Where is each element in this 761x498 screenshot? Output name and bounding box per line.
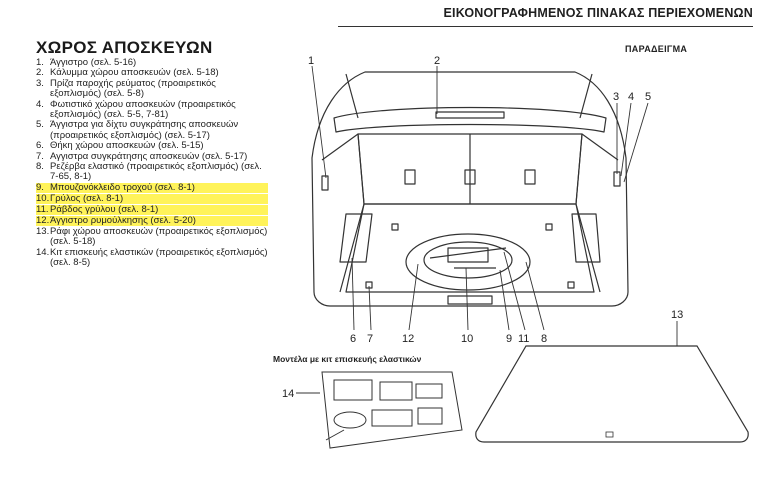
item-number: 11. (36, 203, 50, 216)
item-text: Πρίζα παροχής ρεύματος (προαιρετικός εξο… (50, 77, 216, 100)
item-number: 3. (36, 77, 44, 89)
item-number: 10. (36, 192, 50, 205)
callout-14: 14 (282, 388, 294, 400)
item-text: Κιτ επισκευής ελαστικών (προαιρετικός εξ… (50, 246, 268, 269)
right-side-wall (575, 133, 619, 293)
callout-6: 6 (350, 333, 356, 345)
list-item-7: 7. Αγγιστρα συγκράτησης αποσκευών (σελ. 5… (36, 150, 268, 162)
list-item-11: 11.Ράβδος γρύλου (σελ. 8-1) (36, 203, 268, 216)
tire-repair-kit (321, 371, 463, 449)
list-item-8: 8. Ρεζέρβα ελαστικό (προαιρετικός εξοπλισ… (36, 161, 268, 183)
item-text: Ράβδος γρύλου (σελ. 8-1) (50, 204, 268, 216)
callout-12: 12 (402, 333, 414, 345)
hook-bottom-right (567, 281, 575, 289)
bumper-latch (447, 295, 493, 305)
cargo-cover (333, 106, 607, 133)
example-label: ΠΑΡΑΔΕΙΓΜΑ (625, 44, 688, 54)
spare-tire (405, 233, 531, 291)
callout-4: 4 (628, 91, 634, 103)
list-item-6: 6. Θήκη χώρου αποσκευών (σελ. 5-15) (36, 140, 268, 152)
jack (447, 247, 489, 263)
item-text: Κάλυμμα χώρου αποσκευών (σελ. 5-18) (50, 67, 219, 79)
left-strut (345, 73, 359, 119)
list-item-1: 1. Άγγιστρο (σελ. 5-16) (36, 57, 268, 68)
hook-left (391, 223, 399, 231)
item-text: Άγγιστρο ρυμούλκησης (σελ. 5-20) (50, 215, 268, 227)
list-item-9: 9.Μπουζονόκλειδο τροχού (σελ. 8-1) (36, 182, 268, 194)
callout-5: 5 (645, 91, 651, 103)
item-text: Άγγιστρα για δίχτυ συγκράτησης αποσκευών… (50, 119, 239, 141)
luggage-shelf (475, 345, 749, 443)
item-number: 6. (36, 140, 44, 152)
callout-1: 1 (308, 55, 314, 67)
right-strut (579, 73, 593, 119)
page-header: ΕΙΚΟΝΟΓΡΑΦΗΜΕΝΟΣ ΠΙΝΑΚΑΣ ΠΕΡΙΕΧΟΜΕΝΩΝ (0, 0, 761, 30)
item-text: Φωτιστικό χώρου αποσκευών (προαιρετικός … (50, 98, 236, 121)
callout-2: 2 (434, 55, 440, 67)
figure-subheading: Μοντέλα με κιτ επισκευής ελαστικών (273, 354, 422, 364)
callout-11: 11 (518, 333, 529, 345)
callout-10: 10 (461, 333, 473, 345)
item-number: 1. (36, 57, 44, 68)
item-number: 13. (36, 225, 50, 237)
list-item-2: 2. Κάλυμμα χώρου αποσκευών (σελ. 5-18) (36, 67, 268, 79)
seat-latch-left (404, 169, 416, 185)
item-text: Θήκη χώρου αποσκευών (σελ. 5-15) (50, 140, 204, 152)
callout-7: 7 (367, 333, 373, 345)
item-number: 9. (36, 182, 50, 194)
item-text: Αγγιστρα συγκράτησης αποσκευών (σελ. 5-1… (50, 150, 248, 162)
section-title: ΧΩΡΟΣ ΑΠΟΣΚΕΥΩΝ (36, 38, 213, 57)
item-number: 12. (36, 214, 50, 227)
callout-13: 13 (671, 309, 683, 321)
hatch-opening (311, 71, 629, 307)
list-item-13: 13.Ράφι χώρου αποσκευών (προαιρετικός εξ… (36, 225, 268, 248)
list-item-14: 14.Κιτ επισκευής ελαστικών (προαιρετικός… (36, 246, 268, 269)
item-number: 8. (36, 161, 44, 173)
item-text: Άγγιστρο (σελ. 5-16) (50, 57, 137, 68)
item-number: 2. (36, 67, 44, 79)
side-storage (339, 213, 373, 263)
shelf-tab (605, 431, 614, 438)
callout-8: 8 (541, 333, 547, 345)
left-hook (321, 175, 329, 191)
hook-right (545, 223, 553, 231)
item-number: 7. (36, 150, 44, 162)
item-text: Μπουζονόκλειδο τροχού (σελ. 8-1) (50, 182, 268, 194)
list-item-4: 4. Φωτιστικό χώρου αποσκευών (προαιρετικό… (36, 98, 268, 121)
seat-latch-right (524, 169, 536, 185)
list-item-3: 3. Πρίζα παροχής ρεύματος (προαιρετικός ε… (36, 77, 268, 100)
callout-9: 9 (506, 333, 512, 345)
item-text: Γρύλος (σελ. 8-1) (50, 193, 268, 205)
item-text: Ράφι χώρου αποσκευών (προαιρετικός εξοπλ… (50, 225, 268, 248)
seat-latch-mid (464, 169, 476, 185)
item-number: 4. (36, 98, 44, 110)
right-side-storage (571, 213, 601, 263)
left-side-wall (321, 133, 365, 293)
list-item-10: 10.Γρύλος (σελ. 8-1) (36, 192, 268, 205)
header-title: ΕΙΚΟΝΟΓΡΑΦΗΜΕΝΟΣ ΠΙΝΑΚΑΣ ΠΕΡΙΕΧΟΜΕΝΩΝ (443, 6, 753, 20)
item-list: 1. Άγγιστρο (σελ. 5-16) 2. Κάλυμμα χώρου α… (36, 57, 268, 269)
callout-3: 3 (613, 91, 619, 103)
spare-wheel-rim (423, 241, 513, 279)
list-item-5: 5. Άγγιστρα για δίχτυ συγκράτησης αποσκευ… (36, 120, 268, 141)
list-item-12: 12.Άγγιστρο ρυμούλκησης (σελ. 5-20) (36, 214, 268, 227)
header-rule (338, 26, 753, 27)
item-number: 14. (36, 246, 50, 258)
jack-handle (429, 247, 507, 259)
cover-handle (435, 111, 505, 119)
power-outlet (613, 171, 621, 187)
item-text: Ρεζέρβα ελαστικό (προαιρετικός εξοπλισμό… (50, 161, 262, 183)
item-number: 5. (36, 119, 44, 131)
